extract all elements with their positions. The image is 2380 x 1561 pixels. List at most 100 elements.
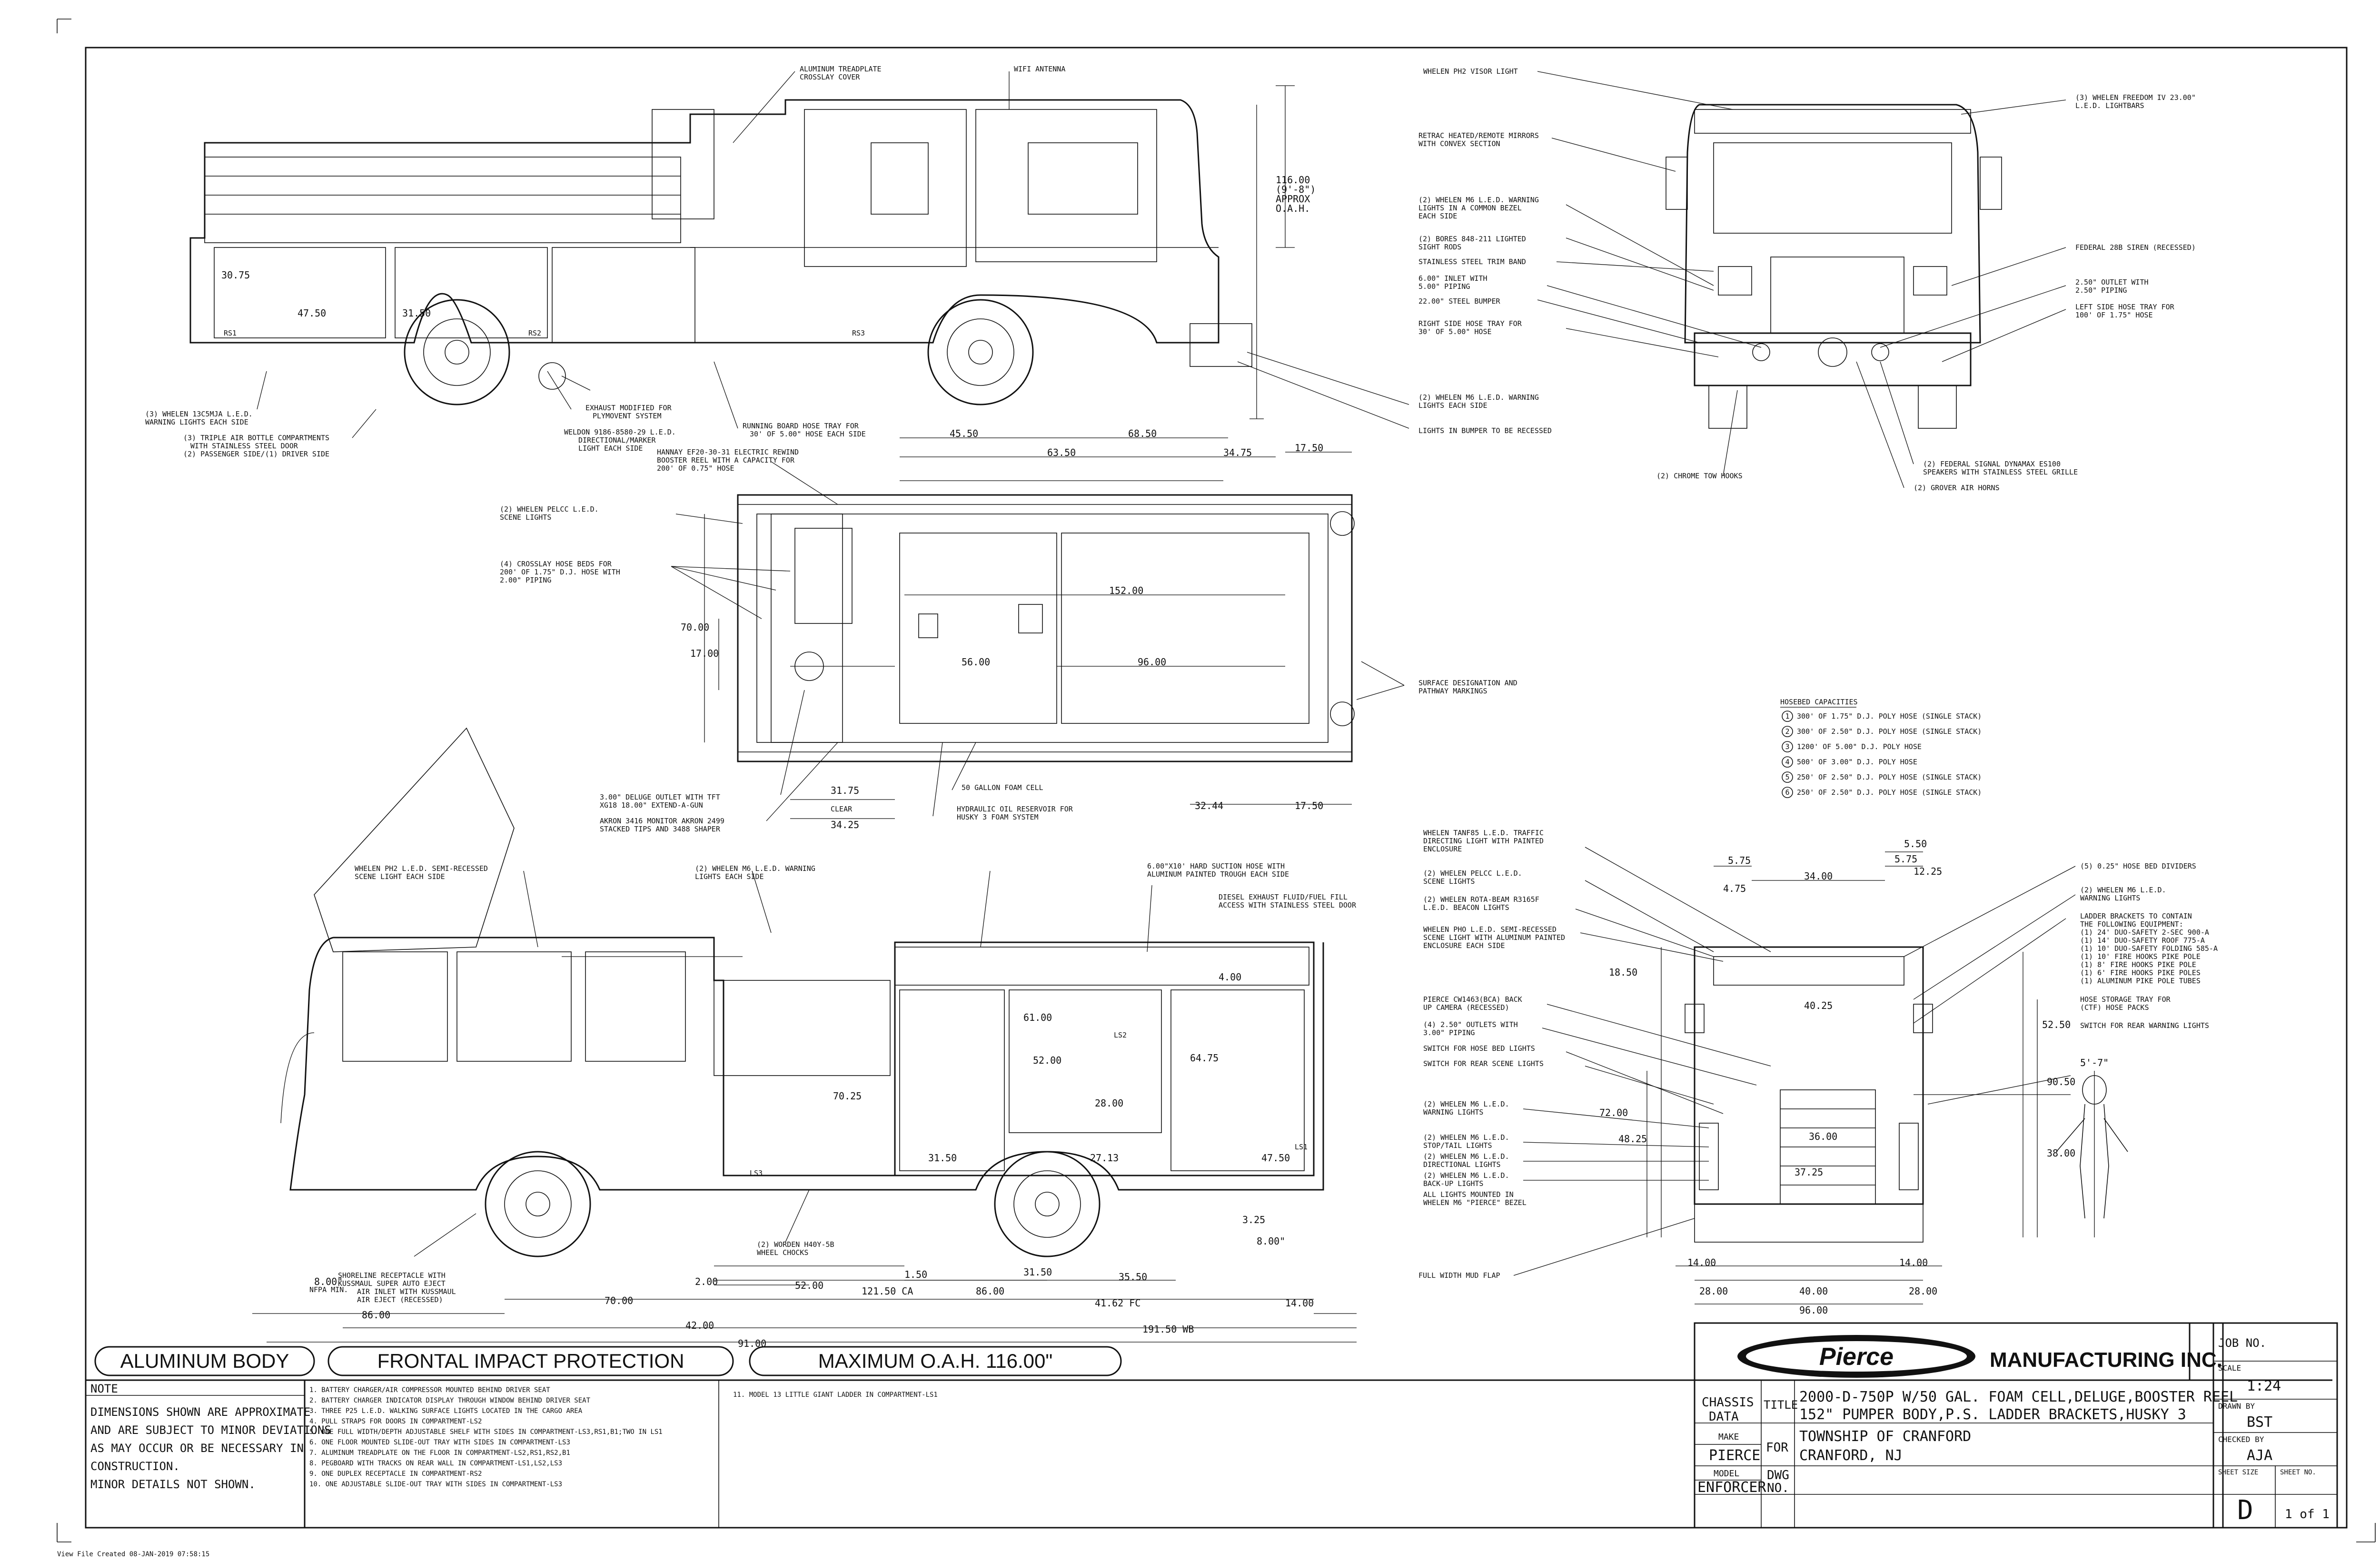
callout-label: SCENE LIGHTS — [500, 513, 551, 522]
dimension-label: 47.50 — [298, 307, 326, 319]
dimension-label: 37.25 — [1795, 1166, 1823, 1178]
spec-note-line: 4. PULL STRAPS FOR DOORS IN COMPARTMENT-… — [309, 1418, 482, 1425]
frontal-impact-pill — [327, 1346, 734, 1376]
callout-label: ALUMINUM PAINTED TROUGH EACH SIDE — [1147, 870, 1289, 879]
side-view-officer — [280, 727, 1324, 1257]
title-label: TITLE — [1764, 1398, 1798, 1412]
hosebed-number-badge — [1782, 711, 1793, 722]
callout-label: 50 GALLON FOAM CELL — [962, 783, 1043, 792]
dimension-label: APPROX — [1276, 193, 1310, 205]
frontal-impact-text: FRONTAL IMPACT PROTECTION — [377, 1350, 684, 1372]
dimension-label: 5.50 — [1904, 838, 1927, 850]
callout-label: SURFACE DESIGNATION AND — [1418, 679, 1517, 687]
callout-label: XG18 18.00" EXTEND-A-GUN — [600, 801, 703, 810]
hosebed-number: 4 — [1785, 758, 1789, 766]
for-line-2: CRANFORD, NJ — [1799, 1447, 1903, 1464]
callout-label: PIERCE CW1463(BCA) BACK — [1423, 995, 1522, 1004]
callout-label: (1) 14' DUO-SAFETY ROOF 775-A — [2080, 936, 2205, 945]
callout-label: (2) BORES 848-211 LIGHTED — [1418, 235, 1526, 243]
drawing-frame — [85, 47, 2348, 1529]
callout-label: (1) 10' FIRE HOOKS PIKE POLE — [2080, 952, 2201, 961]
callout-label: AIR INLET WITH KUSSMAUL — [357, 1287, 456, 1296]
top-view — [737, 494, 1355, 762]
callout-label: EXHAUST MODIFIED FOR — [585, 404, 672, 412]
hosebed-capacity: 250' OF 2.50" D.J. POLY HOSE (SINGLE STA… — [1797, 773, 1982, 781]
callout-label: LIGHTS EACH SIDE — [1418, 401, 1488, 410]
callout-label: HUSKY 3 FOAM SYSTEM — [957, 813, 1039, 821]
callout-label: THE FOLLOWING EQUIPMENT: — [2080, 920, 2183, 929]
dimension-label: 52.50 — [2042, 1019, 2071, 1030]
dimension-label: (9'-8") — [1276, 184, 1316, 195]
callout-label: LEFT SIDE HOSE TRAY FOR — [2075, 303, 2175, 311]
callout-label: WHELEN M6 "PIERCE" BEZEL — [1423, 1198, 1527, 1207]
drawn-by-label: DRAWN BY — [2218, 1402, 2255, 1411]
callout-label: (2) WHELEN M6 L.E.D. WARNING — [695, 864, 815, 873]
dimension-label: 31.50 — [1023, 1266, 1052, 1278]
callout-label: WIFI ANTENNA — [1014, 65, 1065, 73]
pierce-logo-inner — [1746, 1341, 1967, 1372]
dimension-label: 116.00 — [1276, 174, 1310, 186]
callout-label: 3.00" DELUGE OUTLET WITH TFT — [600, 793, 720, 801]
note-line: CONSTRUCTION. — [90, 1460, 180, 1473]
hosebed-number-badge — [1782, 756, 1793, 768]
callout-label: 30' OF 5.00" HOSE EACH SIDE — [750, 430, 866, 438]
callout-label: LIGHT EACH SIDE — [578, 444, 643, 453]
make-label: MAKE — [1718, 1432, 1739, 1442]
callout-label: SCENE LIGHT WITH ALUMINUM PAINTED — [1423, 933, 1565, 942]
corner-mark — [57, 19, 71, 33]
callout-label: (2) WHELEN PELCC L.E.D. — [1423, 869, 1522, 878]
notes-block: NOTE DIMENSIONS SHOWN ARE APPROXIMATEAND… — [86, 1379, 1695, 1528]
callout-label: 6.00"X10' HARD SUCTION HOSE WITH — [1147, 862, 1285, 870]
callout-label: KUSSMAUL SUPER AUTO EJECT — [338, 1279, 446, 1288]
callout-label: HOSE STORAGE TRAY FOR — [2080, 995, 2171, 1004]
spec-note-line: 10. ONE ADJUSTABLE SLIDE-OUT TRAY WITH S… — [309, 1481, 562, 1488]
callout-label: (2) WHELEN M6 L.E.D. — [1423, 1152, 1509, 1161]
dimension-label: 14.00 — [1899, 1257, 1928, 1268]
callout-label: (CTF) HOSE PACKS — [2080, 1003, 2149, 1012]
spec-note-line: 2. BATTERY CHARGER INDICATOR DISPLAY THR… — [309, 1397, 591, 1404]
dimension-label: 31.75 — [831, 785, 859, 796]
dimension-label: 18.50 — [1609, 967, 1637, 978]
callout-label: 200' OF 1.75" D.J. HOSE WITH — [500, 568, 620, 576]
dimension-label: 56.00 — [962, 656, 990, 668]
callout-label: 200' OF 0.75" HOSE — [657, 464, 734, 473]
dimension-label: 17.50 — [1295, 800, 1323, 811]
compartment-tag: LS2 — [1114, 1031, 1127, 1039]
dwg-label: DWG — [1767, 1468, 1789, 1482]
dimension-label: 152.00 — [1109, 585, 1143, 596]
dimension-label: 3.25 — [1242, 1214, 1265, 1225]
dimension-label: O.A.H. — [1276, 203, 1310, 214]
callout-label: WELDON 9186-8580-29 L.E.D. — [564, 428, 676, 436]
callout-label: (2) CHROME TOW HOOKS — [1656, 472, 1743, 480]
dimension-label: 32.44 — [1195, 800, 1223, 811]
callout-label: BOOSTER REEL WITH A CAPACITY FOR — [657, 456, 795, 464]
sheet-no-label: SHEET NO. — [2280, 1469, 2316, 1476]
callout-label: WARNING LIGHTS — [1423, 1108, 1483, 1116]
hosebed-capacity: 500' OF 3.00" D.J. POLY HOSE — [1797, 758, 1917, 766]
hosebed-number: 3 — [1785, 742, 1789, 751]
callout-label: DIRECTIONAL LIGHTS — [1423, 1160, 1501, 1169]
spec-note-line: 9. ONE DUPLEX RECEPTACLE IN COMPARTMENT-… — [309, 1470, 482, 1478]
callout-label: LADDER BRACKETS TO CONTAIN — [2080, 912, 2192, 920]
spec-note-line: 6. ONE FLOOR MOUNTED SLIDE-OUT TRAY WITH… — [309, 1439, 570, 1446]
title-block: Pierce MANUFACTURING INC. JOB NO. SCALE … — [1694, 1322, 2338, 1529]
dimension-label: 8.00" — [1257, 1235, 1285, 1247]
dimension-label: 28.00 — [1909, 1285, 1937, 1297]
callout-label: SPEAKERS WITH STAINLESS STEEL GRILLE — [1923, 468, 2078, 476]
callout-label: DIRECTING LIGHT WITH PAINTED — [1423, 837, 1544, 845]
max-oah-pill — [749, 1346, 1122, 1376]
dimension-label: 4.00 — [1219, 971, 1241, 983]
callout-label: LIGHTS IN BUMPER TO BE RECESSED — [1418, 426, 1552, 435]
callout-label: PATHWAY MARKINGS — [1418, 687, 1488, 695]
checked-by-value: AJA — [2247, 1447, 2272, 1464]
callout-label: (2) WHELEN M6 L.E.D. — [1423, 1100, 1509, 1108]
callout-label: PLYMOVENT SYSTEM — [593, 412, 662, 420]
sheet-no-value: 1 of 1 — [2285, 1507, 2330, 1521]
chassis-label-2: DATA — [1709, 1410, 1739, 1424]
callout-label: SCENE LIGHT EACH SIDE — [355, 872, 445, 881]
drawn-by-value: BST — [2247, 1414, 2272, 1431]
callout-label: (3) TRIPLE AIR BOTTLE COMPARTMENTS — [183, 434, 329, 442]
file-created-stamp: View File Created 08-JAN-2019 07:58:15 — [57, 1551, 209, 1558]
